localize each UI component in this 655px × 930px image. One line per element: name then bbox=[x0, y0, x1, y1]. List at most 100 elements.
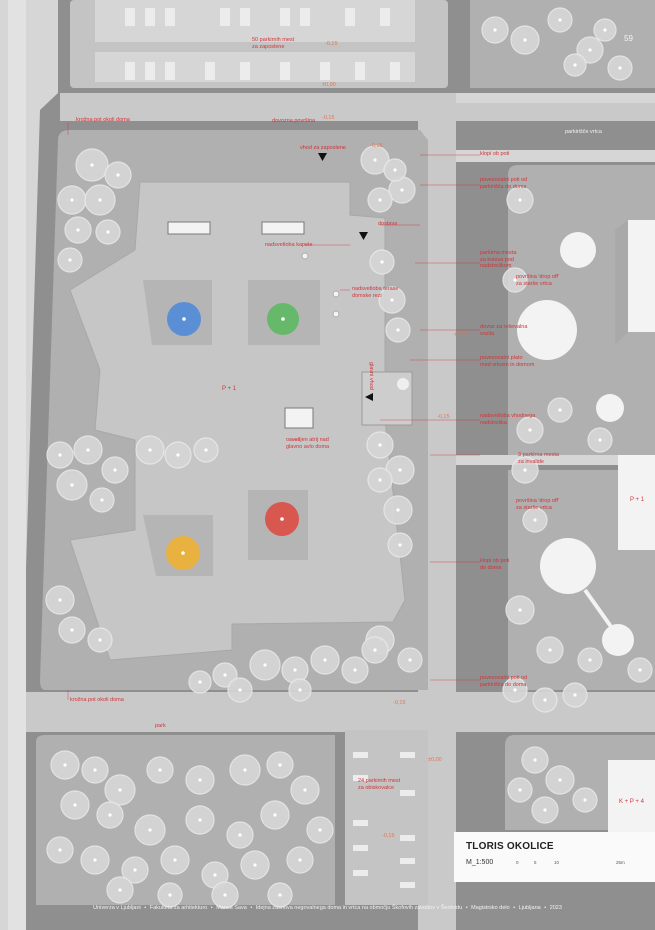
tree-trunk bbox=[238, 833, 242, 837]
tree-trunk bbox=[513, 688, 517, 692]
footer-item: Manca Sava bbox=[216, 905, 247, 911]
tree-trunk bbox=[263, 663, 267, 667]
tree-trunk bbox=[133, 868, 137, 872]
trees bbox=[45, 7, 653, 909]
tree-trunk bbox=[58, 848, 62, 852]
footer-item: Idejna zasnova negovalnega doma in vrtca… bbox=[255, 905, 463, 911]
tree-trunk bbox=[168, 893, 172, 897]
level-marker: -0,15 bbox=[393, 700, 406, 706]
tree-trunk bbox=[533, 758, 537, 762]
tree-trunk bbox=[373, 158, 377, 162]
tree-trunk bbox=[58, 598, 62, 602]
plan-title: TLORIS OKOLICE bbox=[466, 841, 554, 852]
tree-trunk bbox=[148, 448, 152, 452]
leader-lines bbox=[67, 122, 480, 700]
title-block: TLORIS OKOLICE M_1:500 0 5 10 25m bbox=[454, 832, 655, 882]
tree-trunk bbox=[293, 668, 297, 672]
tree-trunk bbox=[518, 608, 522, 612]
tree-trunk bbox=[253, 863, 257, 867]
building-label-southeast: K + P + 4 bbox=[619, 799, 644, 805]
level-marker: -0,15 bbox=[453, 332, 466, 338]
tree-trunk bbox=[93, 858, 97, 862]
terrace-skylight-2 bbox=[332, 310, 340, 318]
skylight-2 bbox=[261, 221, 305, 235]
annotation-connection-bottom: povezovalni poti od parkirišča do doma bbox=[480, 675, 528, 688]
tree-trunk bbox=[378, 478, 382, 482]
tree-trunk bbox=[58, 453, 62, 457]
tree-trunk bbox=[298, 858, 302, 862]
tree-trunk bbox=[176, 453, 180, 457]
building-label-main: P + 1 bbox=[222, 386, 237, 392]
annotation-circular-path-top: krožna pot okoli doma bbox=[76, 117, 130, 123]
tree-trunk bbox=[588, 658, 592, 662]
tree-trunk bbox=[204, 448, 208, 452]
tree-trunk bbox=[70, 483, 74, 487]
tree-trunk bbox=[298, 688, 302, 692]
tree-trunk bbox=[380, 260, 384, 264]
canopy-skylight bbox=[397, 378, 409, 390]
tree-trunk bbox=[408, 658, 412, 662]
tree-trunk bbox=[398, 543, 402, 547]
tree-trunk bbox=[518, 788, 522, 792]
annotation-dropoff-2: površina 'drop off' za starše vrtca bbox=[516, 498, 559, 511]
tree-trunk bbox=[198, 818, 202, 822]
tree-trunk bbox=[588, 48, 592, 52]
page-number: 59 bbox=[624, 34, 633, 43]
scale-tick: 10 bbox=[554, 860, 560, 865]
tree-trunk bbox=[378, 198, 382, 202]
tree-trunk bbox=[518, 198, 522, 202]
tree-trunk bbox=[353, 668, 357, 672]
tree-trunk bbox=[198, 680, 202, 684]
tree-trunk bbox=[528, 428, 532, 432]
tree-trunk bbox=[173, 858, 177, 862]
entrance-marker-supply bbox=[359, 232, 368, 240]
scale-tick: 5 bbox=[534, 860, 537, 865]
annotation-park: park bbox=[155, 723, 166, 729]
annotation-kiosks-top: klopi ob poti bbox=[480, 151, 510, 157]
tree-trunk bbox=[323, 658, 327, 662]
tree-trunk bbox=[278, 763, 282, 767]
south-parking-stalls bbox=[353, 752, 415, 888]
tree-trunk bbox=[396, 328, 400, 332]
tree-trunk bbox=[198, 778, 202, 782]
annotation-dropoff-1: površina 'drop off' za starše vrtca bbox=[516, 274, 559, 287]
tree-trunk bbox=[390, 298, 394, 302]
tree-trunk bbox=[63, 763, 67, 767]
footer-item: Ljubljana bbox=[518, 905, 541, 911]
tree-trunk bbox=[373, 648, 377, 652]
level-marker: -0,15 bbox=[382, 833, 395, 839]
north-parking-stalls bbox=[125, 8, 400, 80]
tree-trunk bbox=[213, 873, 217, 877]
tree-trunk bbox=[378, 443, 382, 447]
tree-trunk bbox=[113, 468, 117, 472]
tree-trunk bbox=[523, 38, 527, 42]
annotation-staff-entrance: vhod za zaposlene bbox=[300, 145, 346, 151]
tree-trunk bbox=[86, 448, 90, 452]
building-label-east: P + 1 bbox=[630, 497, 645, 503]
tree-trunk bbox=[278, 893, 282, 897]
tree-trunk bbox=[223, 673, 227, 677]
annotation-garden-parking: parkirišče vrtca bbox=[565, 129, 602, 135]
annotation-main-entrance: glavni vhod bbox=[368, 362, 374, 390]
annotation-parking-visitors: 24 parkirnih mest za obiskovalce bbox=[358, 778, 401, 791]
tree-trunk bbox=[558, 18, 562, 22]
tree-trunk bbox=[618, 66, 622, 70]
tree-trunk bbox=[70, 628, 74, 632]
tree-trunk bbox=[68, 258, 72, 262]
tree-trunk bbox=[90, 163, 94, 167]
tree-trunk bbox=[238, 688, 242, 692]
annotation-disabled: 3 parkirna mesta za invalide bbox=[518, 452, 559, 465]
scale-label: M_1:500 bbox=[466, 859, 494, 866]
annotation-connection-top: povezovalni poti od parkirišča do doma bbox=[480, 177, 528, 190]
tree-trunk bbox=[70, 198, 74, 202]
chapel-skylight bbox=[301, 252, 309, 260]
scale-tick: 25m bbox=[616, 860, 625, 865]
annotation-parking-bikes: parkirna mesta za kolesa pod nadstreškom bbox=[480, 250, 517, 269]
footer-item: Fakulteta za arhitekturo bbox=[149, 905, 208, 911]
tree-trunk bbox=[118, 888, 122, 892]
tree-trunk bbox=[93, 768, 97, 772]
tree-trunk bbox=[548, 648, 552, 652]
annotation-parking-staff: 50 parkirnih mest za zaposlene bbox=[252, 37, 295, 50]
tree-trunk bbox=[603, 28, 607, 32]
